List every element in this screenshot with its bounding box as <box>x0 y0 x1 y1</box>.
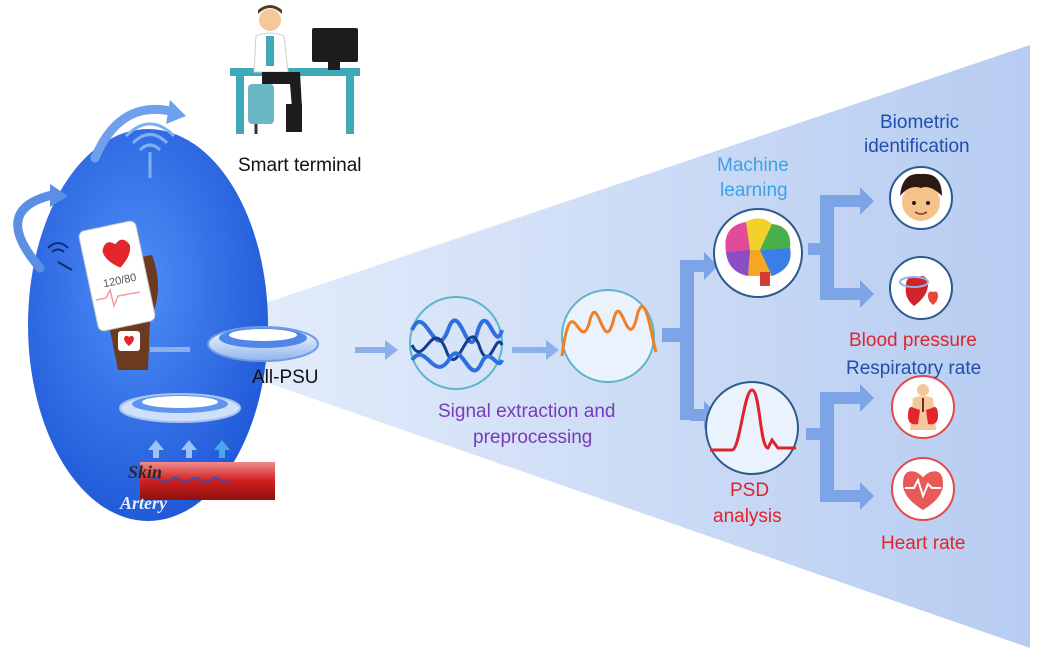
signal-label-line2: preprocessing <box>473 427 593 448</box>
psd-peak-icon <box>705 381 799 475</box>
psd-label-line1: PSD <box>730 480 770 501</box>
flow-arrow-1 <box>150 347 190 352</box>
ml-label-line2: learning <box>720 180 788 201</box>
pressure-up-arrows <box>148 440 230 458</box>
curved-arrow-top <box>90 104 180 163</box>
filtered-waveform-icon <box>560 289 658 383</box>
ml-label-line1: Machine <box>717 155 789 176</box>
sensor-disc-main <box>207 326 319 362</box>
lungs-icon <box>891 375 955 439</box>
curved-arrow-left-head <box>50 184 68 207</box>
branch-arrows-main <box>662 252 718 429</box>
respiratory-rate-label: Respiratory rate <box>846 358 982 379</box>
smart-terminal-label: Smart terminal <box>238 155 362 176</box>
face-icon <box>889 166 953 230</box>
artery-block <box>140 462 275 500</box>
brain-icon <box>713 208 803 298</box>
curved-arrow-top-head <box>166 100 186 124</box>
biometric-label-line2: identification <box>864 136 970 157</box>
branch-arrows-ml <box>808 187 874 308</box>
antenna-icon <box>47 242 73 271</box>
noisy-waveform-icon <box>409 296 504 390</box>
doctor-at-computer-icon <box>230 5 360 134</box>
flow-arrow-2 <box>355 340 398 360</box>
signal-label-line1: Signal extraction and <box>438 401 616 422</box>
artery-label: Artery <box>120 493 167 513</box>
psd-label-line2: analysis <box>713 506 782 527</box>
flow-arrow-3 <box>512 340 559 360</box>
blood-pressure-label: Blood pressure <box>849 330 977 351</box>
all-psu-label: All-PSU <box>252 367 319 388</box>
biometric-label-line1: Biometric <box>880 112 960 133</box>
branch-arrows-psd <box>806 384 874 510</box>
heart-rate-label: Heart rate <box>881 533 966 554</box>
skin-label: Skin <box>128 462 163 482</box>
hand-with-phone-icon <box>78 220 159 370</box>
heart-pressure-icon <box>889 256 953 320</box>
heartbeat-icon <box>891 457 955 521</box>
curved-arrow-left <box>13 190 57 273</box>
sensor-disc-lower <box>119 393 241 423</box>
wireless-signal-icon <box>124 122 176 178</box>
